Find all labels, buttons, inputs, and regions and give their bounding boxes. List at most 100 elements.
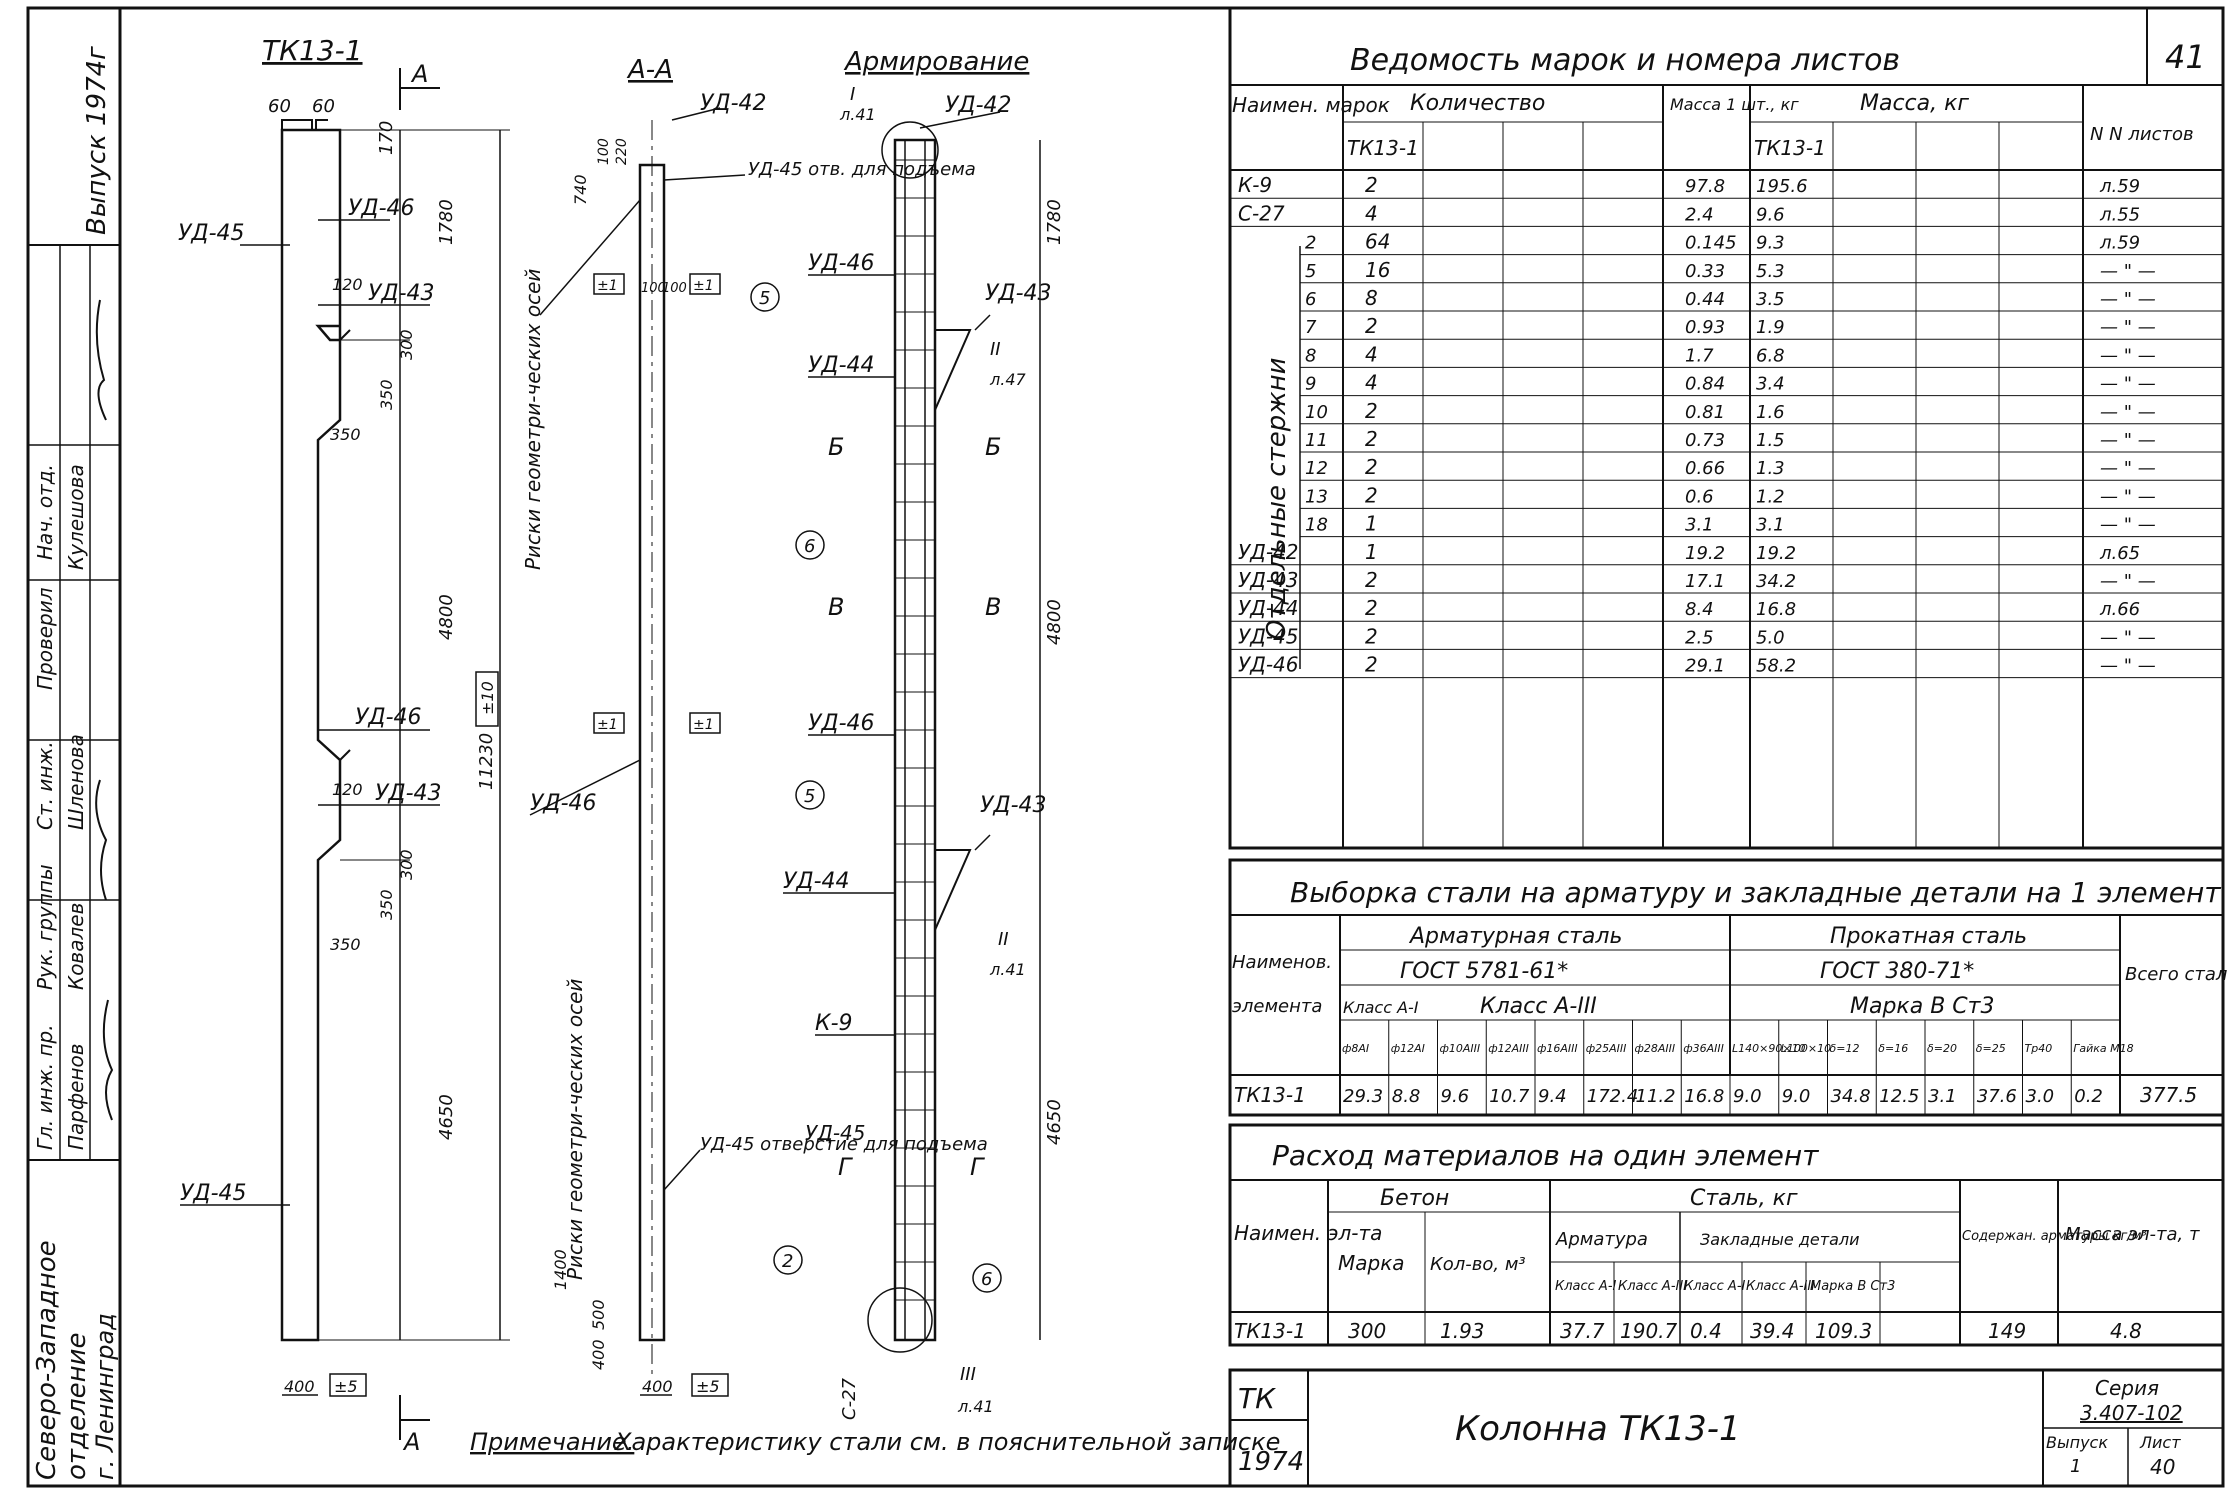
label-ud42-b: УД-42 <box>700 91 767 116</box>
table2-subhead: ф12AI <box>1391 1042 1425 1055</box>
table-row-mass: 9.6 <box>1756 204 1785 225</box>
table-row-qty: 2 <box>1365 427 1378 451</box>
node-2b-sheet: л.41 <box>989 960 1026 979</box>
stamp-org-3: г. Ленинград <box>91 1313 119 1480</box>
table-row-sub: 12 <box>1305 458 1328 479</box>
tol-1-a: ±1 <box>597 278 618 294</box>
tb-series: 3.407-102 <box>2080 1401 2183 1425</box>
dim-740: 740 <box>571 174 590 205</box>
label-ud44-a: УД-44 <box>808 353 875 378</box>
bracket-bottom <box>934 849 972 931</box>
stamp-name-1: Парфенов <box>64 1044 88 1151</box>
table-row-sub: 13 <box>1305 486 1328 507</box>
table-row-qty: 64 <box>1365 230 1390 254</box>
table-row-unit-mass: 0.93 <box>1685 317 1725 338</box>
node-2: II <box>990 339 1001 360</box>
table-row-sheet: — " — <box>2100 515 2156 536</box>
label-ud45-c: УД-45 <box>805 1121 865 1145</box>
t1-sub-mass: ТК13-1 <box>1754 136 1826 160</box>
table-row-qty: 4 <box>1365 342 1378 366</box>
t3-head-vst: Марка В Ст3 <box>1810 1279 1895 1294</box>
section-mark-bottom: А <box>402 1428 420 1456</box>
table-row-mark: УД-45 <box>1238 624 1298 648</box>
table-row-sheet: — " — <box>2100 317 2156 338</box>
callout-6b: 6 <box>981 1269 992 1290</box>
table-row-sub: 5 <box>1305 261 1316 282</box>
dim-1400: 1400 <box>551 1249 570 1290</box>
tol-1-d: ±1 <box>693 717 714 733</box>
dim-1780: 1780 <box>436 199 457 245</box>
table-row-qty: 2 <box>1365 653 1378 677</box>
table1-title: Ведомость марок и номера листов <box>1350 43 1900 78</box>
table-row-mark: УД-43 <box>1238 568 1298 592</box>
label-ud46-c: УД-46 <box>530 791 597 816</box>
dim-4800-b: 4800 <box>1044 599 1065 645</box>
table-row-qty: 1 <box>1365 512 1378 536</box>
table-row-mass: 3.5 <box>1756 289 1785 310</box>
title-block: ТК 1974 Колонна ТК13-1 Серия 3.407-102 В… <box>1228 1368 2225 1488</box>
table-row-sheet: л.55 <box>2099 204 2140 225</box>
axes-note-2: Риски геометри-ческих осей <box>563 979 587 1280</box>
table2-cell: 9.0 <box>1733 1086 1762 1107</box>
stamp-role-1: Гл. инж. пр. <box>33 1024 57 1150</box>
label-ud43-b: УД-43 <box>375 781 442 806</box>
table2-subhead: Тр40 <box>2025 1042 2053 1055</box>
table2-subhead: Гайка М18 <box>2073 1042 2133 1055</box>
t2-head-rolled: Прокатная сталь <box>1830 924 2027 949</box>
table-row-qty: 2 <box>1365 483 1378 507</box>
table-row-mass: 1.3 <box>1756 458 1785 479</box>
hole-note-1: УД-45 отв. для подъема <box>748 159 976 180</box>
t3-head-name: Наимен. эл-та <box>1234 1221 1382 1245</box>
table2-subhead: L140×90×10 <box>1732 1042 1806 1055</box>
stamp-name-3: Шленова <box>64 734 88 830</box>
dim-120a: 120 <box>332 275 363 294</box>
table2-subhead: ф28AIII <box>1635 1042 1676 1055</box>
table-row-mass: 1.5 <box>1756 430 1785 451</box>
cage-outline <box>893 138 937 1342</box>
table3-cell: 37.7 <box>1560 1319 1605 1343</box>
table2-subhead: ф36AIII <box>1683 1042 1724 1055</box>
dim-400-b: 400 <box>589 1339 608 1370</box>
table-row-unit-mass: 1.7 <box>1685 345 1714 366</box>
table-row-mass: 9.3 <box>1756 233 1785 254</box>
stamp-name-2: Ковалев <box>64 903 88 990</box>
table-row-qty: 8 <box>1365 286 1378 310</box>
t3-head-c1: Класс А-I <box>1555 1279 1617 1294</box>
t1-head-unit: Масса 1 шт., кг <box>1670 95 1799 114</box>
table-row-sheet: л.65 <box>2099 543 2140 564</box>
table-row-unit-mass: 8.4 <box>1685 599 1714 620</box>
table-row-qty: 2 <box>1365 568 1378 592</box>
table-row-mass: 3.1 <box>1756 515 1785 536</box>
tol-5-b: ±5 <box>696 1377 720 1396</box>
tb-issue-label: Выпуск <box>2046 1433 2108 1452</box>
t3-head-concrete: Бетон <box>1380 1186 1449 1211</box>
table-row-sheet: — " — <box>2100 345 2156 366</box>
t2-head-rolled-gost: ГОСТ 380-71* <box>1820 959 1974 984</box>
table-row-mass: 3.4 <box>1756 374 1785 395</box>
dim-4650-b: 4650 <box>1044 1099 1065 1145</box>
tb-title: Колонна ТК13-1 <box>1455 1409 1741 1449</box>
table3-cell: 109.3 <box>1815 1319 1872 1343</box>
signature-3 <box>102 999 114 1121</box>
table2-subhead: δ=25 <box>1976 1042 2006 1055</box>
table-row-mass: 5.3 <box>1756 261 1785 282</box>
table-row-unit-mass: 0.73 <box>1685 430 1725 451</box>
table2-subhead: δ=20 <box>1927 1042 1957 1055</box>
table-row-sheet: — " — <box>2100 430 2156 451</box>
dim-170: 170 <box>376 121 397 155</box>
table-row-sheet: — " — <box>2100 374 2156 395</box>
table3-cell: 1.93 <box>1440 1319 1485 1343</box>
t3-head-content: Содержан. арматуры кг/м³ <box>1962 1229 2147 1244</box>
table-row-sheet: — " — <box>2100 402 2156 423</box>
t3-head-c3b: Класс А-III <box>1746 1279 1815 1294</box>
view-reinforcement: Армирование I л.41 УД-42 УД-46 УД-44 УД-… <box>750 47 1065 1420</box>
table-row-mass: 19.2 <box>1756 543 1796 564</box>
table2-cell: 9.6 <box>1441 1086 1470 1107</box>
t2-head-total: Всего стали, кг <box>2125 964 2227 985</box>
table-row-sheet: — " — <box>2100 261 2156 282</box>
table2-cell: 0.2 <box>2074 1086 2103 1107</box>
node-2b: II <box>998 929 1009 950</box>
table-row-mass: 1.2 <box>1756 486 1785 507</box>
tol-5-a: ±5 <box>334 1377 358 1396</box>
